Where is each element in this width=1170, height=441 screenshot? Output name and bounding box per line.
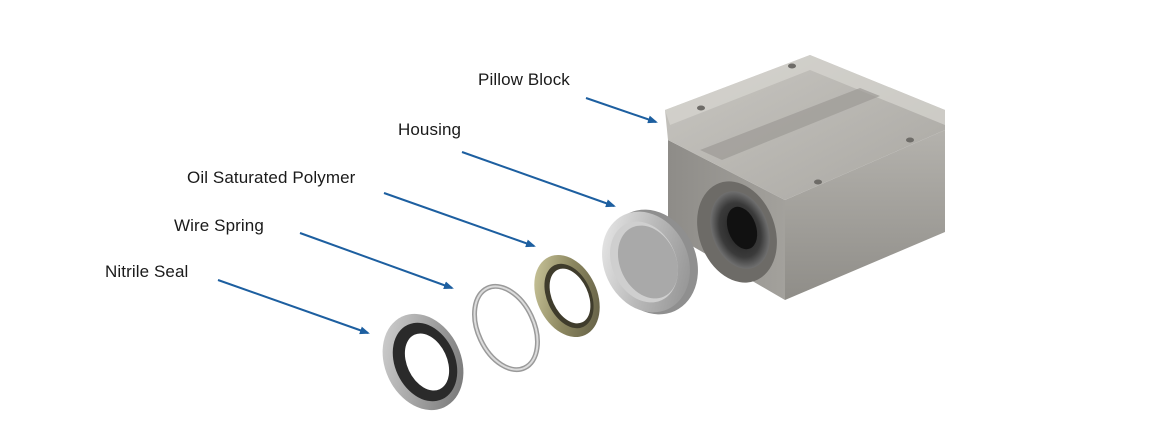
housing-part [602,209,698,315]
callout-arrows [217,97,658,335]
nitrile-seal-label: Nitrile Seal [105,262,189,281]
wire-spring-arrow [299,232,454,290]
housing-label: Housing [398,120,462,139]
wire-spring-part [472,283,540,373]
pillow-block-arrow [585,97,658,124]
pillow-block-label: Pillow Block [478,70,570,89]
pillow-block-part [665,55,945,300]
nitrile-seal-arrow [217,279,370,335]
wire-spring-label: Wire Spring [174,216,264,235]
nitrile-seal-part [382,313,464,411]
oil-saturated-polymer-label: Oil Saturated Polymer [187,168,356,187]
housing-arrow [461,151,616,208]
oil-saturated-polymer-arrow [383,192,536,248]
oil-saturated-polymer-part [534,255,600,337]
